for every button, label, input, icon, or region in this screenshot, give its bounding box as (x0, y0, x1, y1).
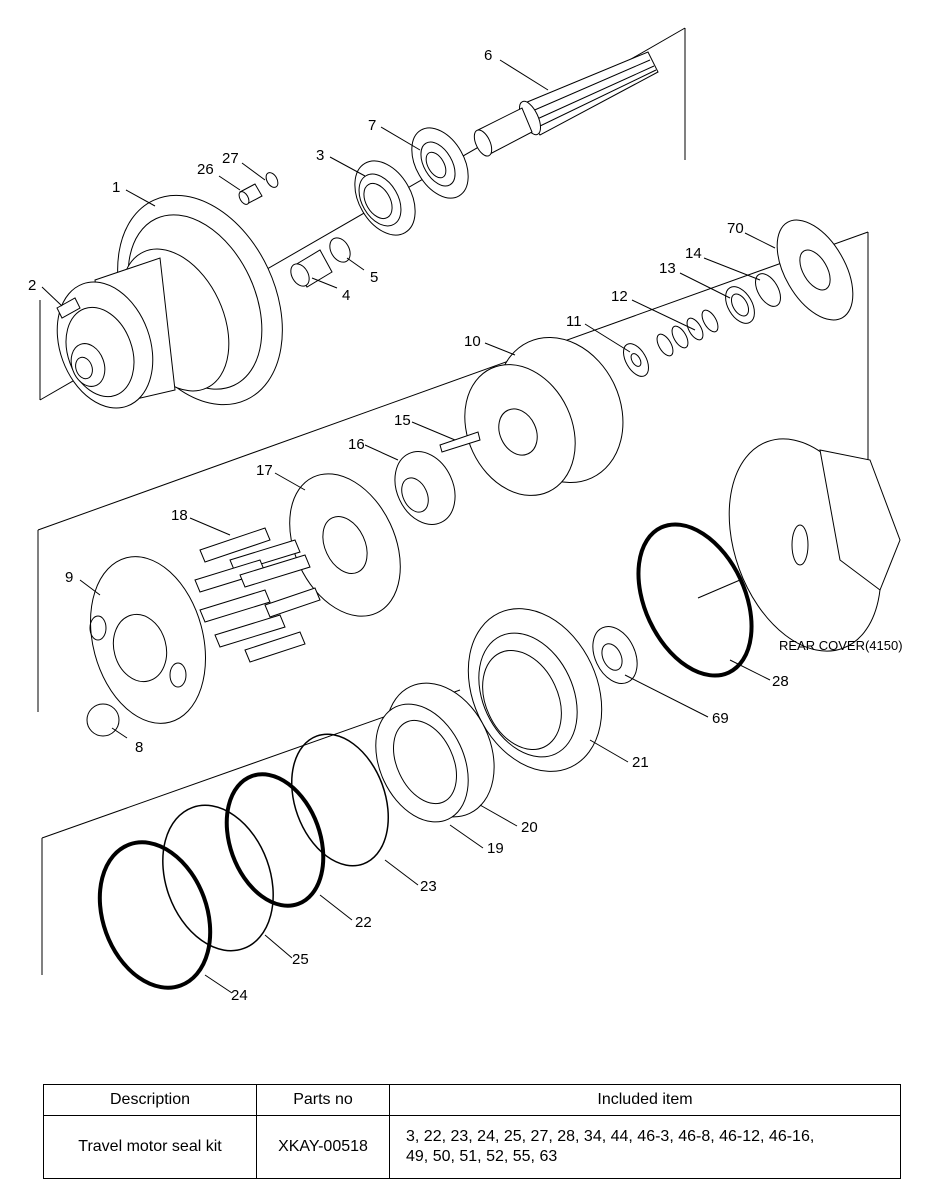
callout-10: 10 (464, 333, 481, 350)
seal-kit-table: Description Parts no Included item Trave… (43, 1084, 901, 1179)
callout-14: 14 (685, 245, 702, 262)
header-included-item: Included item (389, 1084, 901, 1116)
part-bearing-3 (354, 160, 416, 236)
callout-25: 25 (292, 951, 309, 968)
part-spring-12 (656, 309, 719, 357)
callout-26: 26 (197, 161, 214, 178)
part-plug-2 (56, 297, 81, 319)
part-sleeve-4 (290, 249, 333, 288)
part-oring-24 (97, 840, 213, 990)
callout-15: 15 (394, 412, 411, 429)
part-bearing-69 (592, 626, 638, 684)
callout-4: 4 (342, 287, 350, 304)
callout-70: 70 (727, 220, 744, 237)
header-parts-no: Parts no (256, 1084, 390, 1116)
included-line-1: 3, 22, 23, 24, 25, 27, 28, 34, 44, 46-3,… (406, 1128, 815, 1145)
part-valve-plate-9 (89, 556, 207, 724)
part-bearing-7 (411, 127, 469, 199)
leader-lines (41, 59, 776, 994)
callout-19: 19 (487, 840, 504, 857)
callout-21: 21 (632, 754, 649, 771)
rear-cover-label: REAR COVER(4150) (779, 638, 903, 653)
part-cylinder-block-10 (464, 336, 624, 496)
callout-2: 2 (28, 277, 36, 294)
callout-17: 17 (256, 462, 273, 479)
callout-labels: 6 7 3 27 26 1 2 4 5 70 14 13 12 11 10 15… (28, 47, 903, 1004)
callout-27: 27 (222, 150, 239, 167)
part-oring-27 (265, 172, 279, 188)
part-plate-70 (776, 219, 854, 321)
part-ball-8 (86, 703, 120, 737)
header-description: Description (43, 1084, 257, 1116)
part-washer-13 (725, 286, 755, 324)
callout-8: 8 (135, 739, 143, 756)
part-pin-15 (439, 431, 481, 453)
part-pin-26 (238, 183, 263, 205)
callout-3: 3 (316, 147, 324, 164)
part-retainer-17 (289, 473, 401, 617)
callout-6: 6 (484, 47, 492, 64)
callout-24: 24 (231, 987, 248, 1004)
table-header-row: Description Parts no Included item (43, 1084, 901, 1116)
callout-69: 69 (712, 710, 729, 727)
part-oring-22 (224, 772, 326, 908)
part-ring-23 (290, 733, 390, 867)
callout-20: 20 (521, 819, 538, 836)
exploded-parts-diagram: 6 7 3 27 26 1 2 4 5 70 14 13 12 11 10 15… (28, 27, 903, 1004)
callout-12: 12 (611, 288, 628, 305)
cell-parts-no: XKAY-00518 (256, 1115, 390, 1179)
part-pistons-18 (194, 527, 321, 663)
part-oring-28 (636, 522, 754, 678)
part-ring-25 (162, 804, 274, 952)
part-washer-11 (623, 343, 649, 377)
cell-description: Travel motor seal kit (43, 1115, 257, 1179)
part-rear-cover (728, 438, 901, 652)
part-oring-5 (329, 237, 351, 263)
callout-13: 13 (659, 260, 676, 277)
callout-9: 9 (65, 569, 73, 586)
callout-5: 5 (370, 269, 378, 286)
part-housing-1 (56, 194, 283, 409)
included-line-2: 49, 50, 51, 52, 55, 63 (406, 1148, 558, 1165)
cell-included-items: 3, 22, 23, 24, 25, 27, 28, 34, 44, 46-3,… (389, 1115, 901, 1179)
part-bushing-16 (394, 451, 456, 525)
callout-1: 1 (112, 179, 120, 196)
part-plate-19 (375, 703, 469, 823)
part-ring-14 (755, 273, 781, 307)
part-shaft (473, 51, 659, 157)
callout-28: 28 (772, 673, 789, 690)
callout-16: 16 (348, 436, 365, 453)
callout-7: 7 (368, 117, 376, 134)
callout-18: 18 (171, 507, 188, 524)
callout-22: 22 (355, 914, 372, 931)
table-row: Travel motor seal kit XKAY-00518 3, 22, … (43, 1115, 901, 1179)
callout-11: 11 (566, 313, 582, 330)
callout-23: 23 (420, 878, 437, 895)
